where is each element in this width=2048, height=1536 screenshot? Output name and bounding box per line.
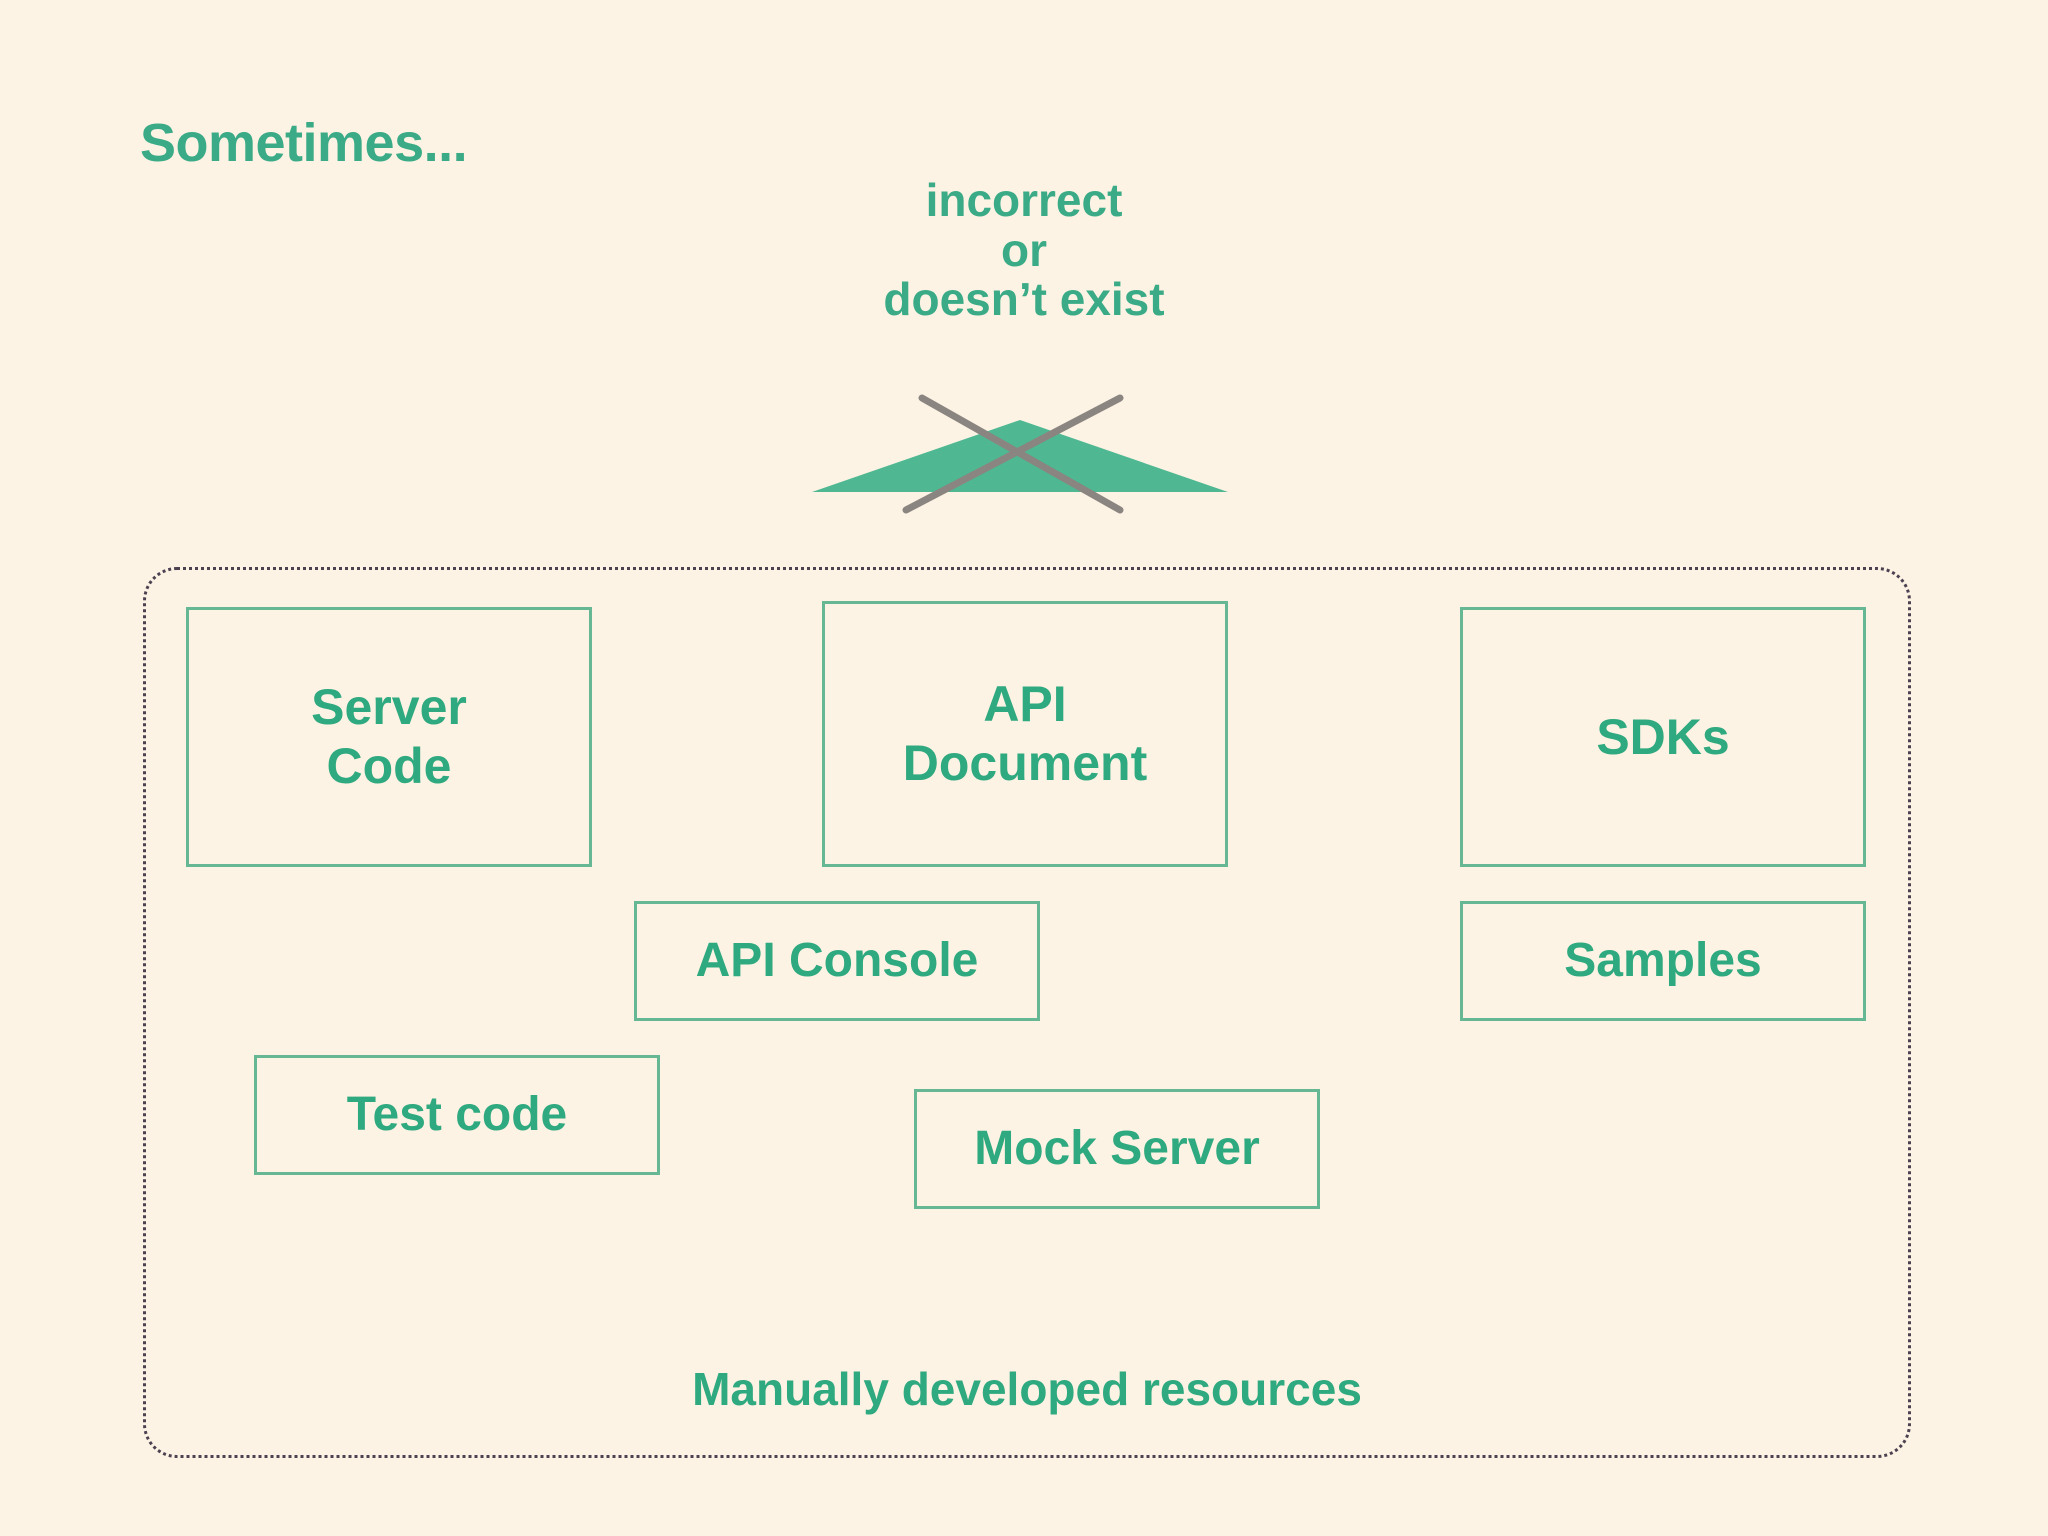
resource-box-mock-server[interactable]: Mock Server: [914, 1089, 1320, 1209]
resource-box-sdks[interactable]: SDKs: [1460, 607, 1866, 867]
label-line-2: Document: [902, 735, 1148, 791]
annotation-line-or: or: [1001, 223, 1047, 276]
resource-box-label: API Document: [903, 675, 1147, 793]
resource-box-server-code[interactable]: Server Code: [186, 607, 592, 867]
label-line-2: Code: [326, 738, 452, 794]
cross-line-1: [918, 394, 1124, 514]
resource-box-label: Mock Server: [974, 1121, 1260, 1175]
container-caption: Manually developed resources: [692, 1363, 1362, 1415]
crossed-out-mountain-icon: [810, 370, 1230, 530]
annotation-line-incorrect: incorrect: [925, 174, 1123, 226]
resource-box-label: SDKs: [1596, 708, 1730, 765]
annotation-text-group: incorrect or doesn’t exist: [724, 174, 1324, 326]
resource-box-test-code[interactable]: Test code: [254, 1055, 660, 1175]
manually-developed-resources-container: [143, 567, 1911, 1458]
resource-box-label: Test code: [346, 1087, 568, 1141]
resource-box-api-document[interactable]: API Document: [822, 601, 1228, 867]
resource-box-label: Server Code: [311, 678, 467, 796]
resource-box-label: API Console: [695, 933, 979, 987]
resource-box-api-console[interactable]: API Console: [634, 901, 1040, 1021]
page-title: Sometimes...: [140, 113, 468, 173]
label-line-1: Server: [311, 679, 467, 735]
cross-line-2: [902, 394, 1124, 514]
resource-box-samples[interactable]: Samples: [1460, 901, 1866, 1021]
annotation-line-doesnt-exist: doesn’t exist: [883, 273, 1165, 326]
label-line-1: API: [983, 676, 1067, 732]
resource-box-label: Samples: [1564, 933, 1762, 987]
